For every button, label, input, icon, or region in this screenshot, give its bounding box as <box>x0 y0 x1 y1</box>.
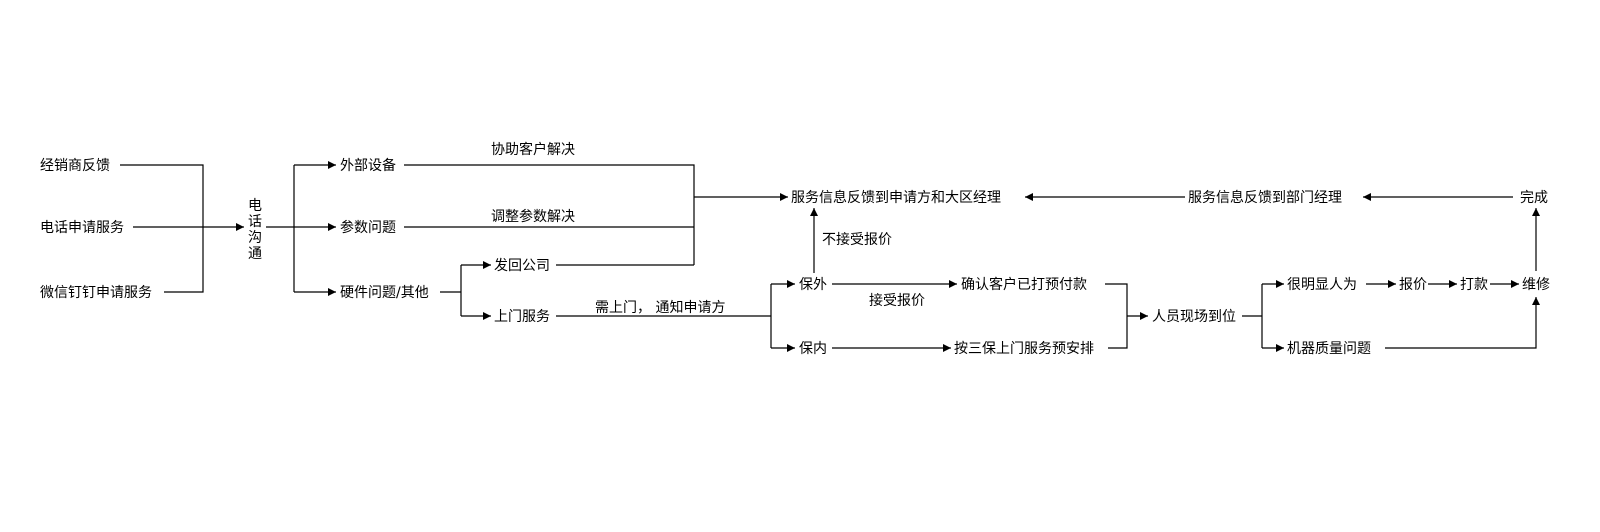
edge-arrive-split <box>1242 284 1263 348</box>
node-repair: 维修 <box>1522 277 1550 293</box>
node-comm-char-1: 电 <box>248 198 262 214</box>
node-machine-quality: 机器质量问题 <box>1287 341 1371 357</box>
node-arrange-onsite: 按三保上门服务预安排 <box>954 341 1094 357</box>
node-payment: 打款 <box>1460 276 1488 293</box>
label-notify-applicant: 需上门， 通知申请方 <box>595 299 725 316</box>
edge-wechat <box>164 227 204 293</box>
node-feedback-applicant: 服务信息反馈到申请方和大区经理 <box>791 189 1001 206</box>
nodes: 经销商反馈 电话申请服务 微信钉钉申请服务 电 话 沟 通 外部设备 参数问题 … <box>40 157 1550 357</box>
label-assist-customer: 协助客户解决 <box>491 141 575 158</box>
label-reject-quote: 不接受报价 <box>822 231 892 248</box>
node-return-to-company: 发回公司 <box>494 258 550 274</box>
node-comm-char-4: 通 <box>248 246 262 262</box>
edge-confirm-merge <box>1105 283 1128 349</box>
connectors <box>120 161 1540 352</box>
node-onsite-service: 上门服务 <box>494 309 550 325</box>
node-comm-char-3: 沟 <box>248 230 262 246</box>
node-wechat-apply: 微信钉钉申请服务 <box>40 285 152 301</box>
edge-onsite-notify <box>556 284 772 348</box>
node-human-damage: 很明显人为 <box>1287 277 1357 293</box>
node-comm-char-2: 话 <box>248 214 262 230</box>
edge-labels: 协助客户解决 调整参数解决 需上门， 通知申请方 接受报价 不接受报价 <box>491 141 925 316</box>
node-quote: 报价 <box>1399 277 1427 293</box>
edge-hardware-split <box>440 265 462 316</box>
node-staff-arrival: 人员现场到位 <box>1152 309 1236 325</box>
label-adjust-params: 调整参数解决 <box>491 208 575 225</box>
edge-comm-split <box>266 165 295 292</box>
node-external-device: 外部设备 <box>340 157 396 174</box>
node-phone-apply: 电话申请服务 <box>40 220 124 236</box>
node-complete: 完成 <box>1520 190 1548 206</box>
label-accept-quote: 接受报价 <box>869 292 925 309</box>
node-dealer-feedback: 经销商反馈 <box>40 158 110 174</box>
node-confirm-prepayment: 确认客户已打预付款 <box>961 276 1087 293</box>
node-feedback-dept-manager: 服务信息反馈到部门经理 <box>1188 189 1342 206</box>
edge-dealer <box>120 164 204 227</box>
edge-quality-repair <box>1385 297 1540 349</box>
edge-external-assist <box>404 164 695 265</box>
node-phone-communication: 电 话 沟 通 <box>248 198 262 262</box>
node-param-issue: 参数问题 <box>340 219 396 236</box>
node-out-of-warranty: 保外 <box>799 277 827 293</box>
node-hardware-issue: 硬件问题/其他 <box>340 285 429 301</box>
node-in-warranty: 保内 <box>799 341 827 357</box>
